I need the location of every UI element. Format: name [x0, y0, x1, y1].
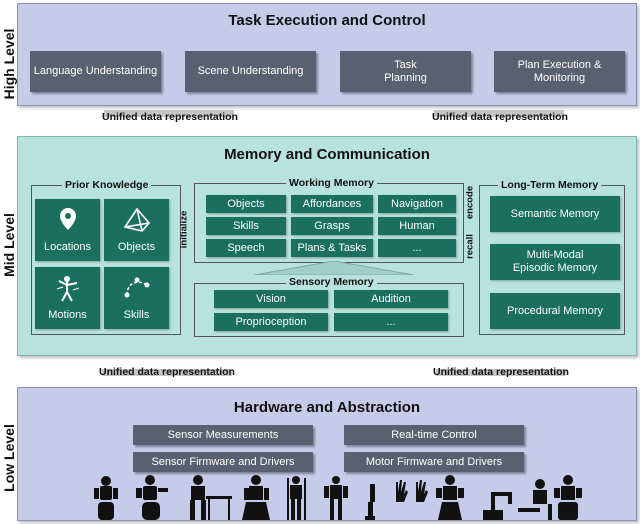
task-execution-title: Task Execution and Control: [228, 12, 426, 29]
wm-cell-objects: Objects: [206, 195, 286, 213]
sensory-to-working-arrow: [254, 261, 414, 275]
hardware-abstraction-panel: Hardware and Abstraction Sensor Measurem…: [17, 387, 637, 521]
initialize-label: initialize: [178, 210, 190, 249]
ltm-episodic-memory: Multi-Modal Episodic Memory: [490, 244, 620, 280]
wm-cell-speech: Speech: [206, 239, 286, 257]
location-pin-icon: [59, 208, 76, 230]
unified-arrow-bottom-right: [436, 369, 566, 376]
prior-tile-skills: Skills: [104, 267, 169, 329]
memory-communication-panel: Memory and Communication Prior Knowledge…: [17, 136, 637, 356]
mid-level-label: Mid Level: [1, 213, 17, 277]
wm-cell-affordances: Affordances: [291, 195, 373, 213]
low-level-label: Low Level: [1, 424, 17, 492]
sm-cell-vision: Vision: [214, 290, 328, 308]
unified-label-bottom-right: Unified data representation: [433, 366, 569, 378]
wm-cell-navigation: Navigation: [378, 195, 456, 213]
skill-trajectory-icon: [124, 277, 149, 298]
unified-arrow-top-right: [434, 110, 564, 117]
memory-communication-title: Memory and Communication: [224, 146, 430, 163]
working-memory-title: Working Memory: [286, 177, 377, 189]
wm-cell-plans-tasks: Plans & Tasks: [291, 239, 373, 257]
sm-cell-proprioception: Proprioception: [214, 313, 328, 331]
sensory-memory-title: Sensory Memory: [286, 276, 377, 288]
wm-cell-skills: Skills: [206, 217, 286, 235]
prior-tile-label: Objects: [117, 241, 156, 253]
humanoid-robots-icon: [94, 475, 582, 520]
sensor-firmware-drivers-box: Sensor Firmware and Drivers: [133, 452, 313, 472]
recall-label: recall: [464, 234, 476, 259]
sm-cell-more: ...: [334, 313, 448, 331]
prior-tile-label: Motions: [48, 309, 87, 321]
prior-tile-locations: Locations: [35, 199, 100, 261]
unified-label-top-right: Unified data representation: [432, 111, 568, 123]
sm-cell-audition: Audition: [334, 290, 448, 308]
real-time-control-box: Real-time Control: [344, 425, 524, 445]
unified-label-top-left: Unified data representation: [102, 111, 238, 123]
prior-tile-objects: Objects: [104, 199, 169, 261]
prior-knowledge-title: Prior Knowledge: [62, 179, 152, 191]
task-execution-panel: Task Execution and Control Language Unde…: [17, 3, 637, 106]
ltm-semantic-memory: Semantic Memory: [490, 196, 620, 232]
unified-arrow-top-left: [104, 110, 234, 117]
ltm-procedural-memory: Procedural Memory: [490, 293, 620, 329]
human-motion-icon: [56, 276, 79, 302]
scene-understanding-box: Scene Understanding: [185, 51, 316, 92]
prior-tile-motions: Motions: [35, 267, 100, 329]
high-level-label: High Level: [1, 28, 17, 100]
prior-tile-label: Locations: [43, 241, 92, 253]
motor-firmware-drivers-box: Motor Firmware and Drivers: [344, 452, 524, 472]
unified-arrow-bottom-left: [102, 369, 232, 376]
wm-cell-grasps: Grasps: [291, 217, 373, 235]
wm-cell-human: Human: [378, 217, 456, 235]
sensor-measurements-box: Sensor Measurements: [133, 425, 313, 445]
plan-execution-monitoring-box: Plan Execution & Monitoring: [494, 51, 625, 92]
hardware-abstraction-title: Hardware and Abstraction: [233, 399, 421, 416]
encode-label: encode: [464, 185, 476, 220]
wm-cell-more: ...: [378, 239, 456, 257]
language-understanding-box: Language Understanding: [30, 51, 161, 92]
pyramid-icon: [123, 207, 150, 232]
long-term-memory-title: Long-Term Memory: [498, 179, 602, 191]
unified-label-bottom-left: Unified data representation: [99, 366, 235, 378]
prior-tile-label: Skills: [123, 309, 150, 321]
task-planning-box: Task Planning: [340, 51, 471, 92]
